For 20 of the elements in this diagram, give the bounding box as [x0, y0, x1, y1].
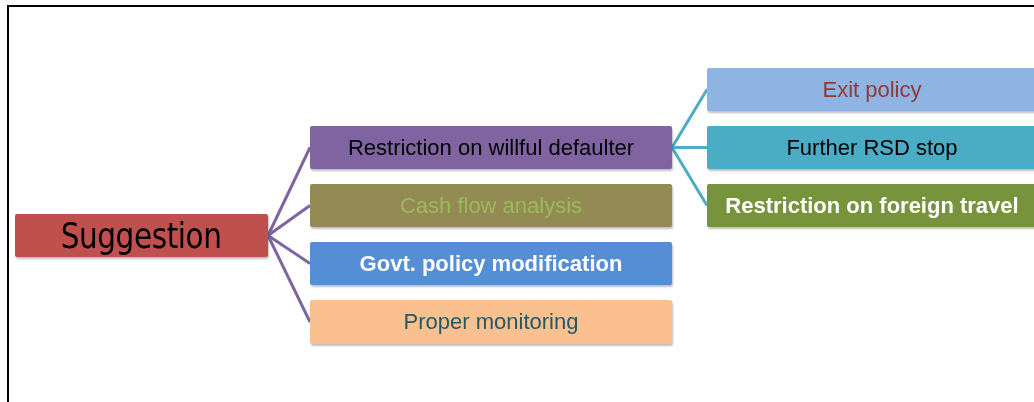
topic-box	[310, 184, 672, 227]
connector-line	[670, 88, 709, 149]
connector-line	[267, 204, 311, 237]
box-label: Govt. policy modification	[359, 250, 623, 277]
box-label: Restriction on foreign travel	[725, 192, 1019, 219]
box-label: Proper monitoring	[403, 309, 579, 335]
topic-box	[310, 126, 672, 169]
topic-box	[15, 214, 268, 257]
topic-box	[310, 242, 672, 285]
topic-box	[707, 184, 1034, 227]
topic-box	[310, 300, 672, 344]
connector-line	[267, 234, 311, 265]
box-label: Further RSD stop	[786, 134, 958, 161]
topic-box	[707, 68, 1034, 111]
topic-box	[707, 126, 1034, 169]
box-label: Exit policy	[822, 76, 922, 103]
box-label: Suggestion	[61, 215, 222, 256]
box-label: Restriction on willful defaulter	[347, 134, 635, 161]
connector-line	[672, 146, 707, 149]
connector-line	[670, 146, 709, 207]
